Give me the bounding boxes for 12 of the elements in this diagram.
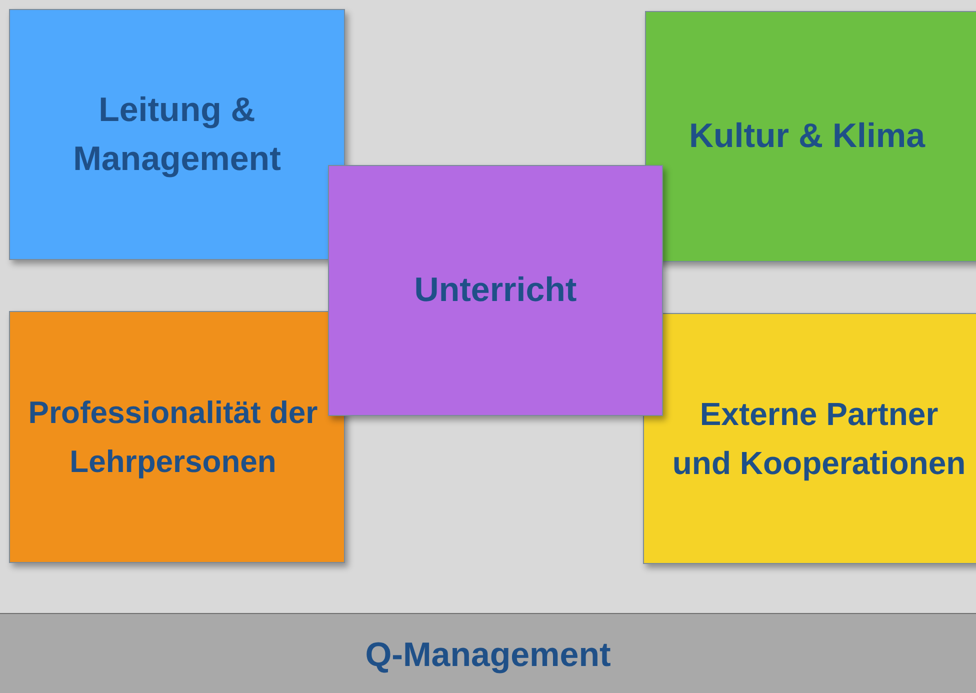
topic-card: [643, 313, 976, 564]
topic-card: [9, 9, 345, 260]
card-label: Externe Partner und Kooperationen: [671, 394, 967, 483]
card-label: Unterricht: [413, 270, 578, 311]
topic-card: [328, 165, 663, 416]
card-label: Leitung & Management: [72, 90, 282, 180]
card-label: Kultur & Klima: [688, 116, 926, 157]
topic-card: [645, 11, 976, 262]
card-label: Q-Management: [365, 635, 611, 676]
topic-card: [9, 311, 345, 563]
foundation-bar: [0, 613, 976, 693]
card-label: Professionalität der Lehrpersonen: [27, 394, 319, 481]
